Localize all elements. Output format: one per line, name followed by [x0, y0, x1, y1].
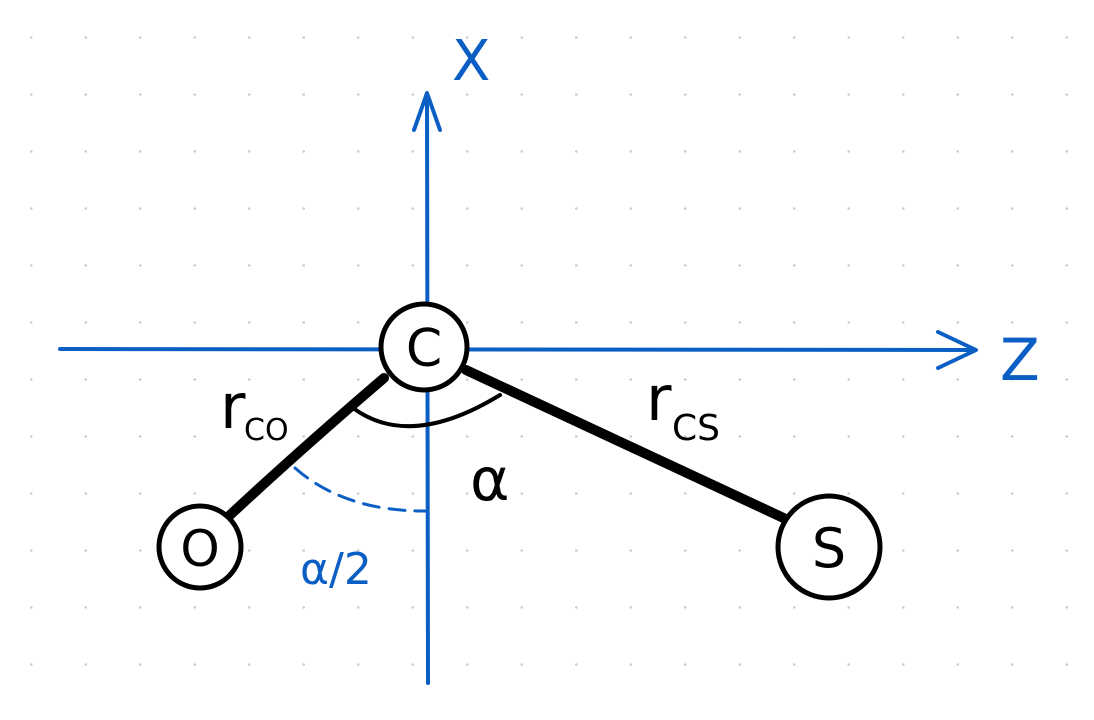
- z-axis-label: Z: [1000, 326, 1040, 394]
- atom-o: O: [156, 503, 244, 591]
- bond-c-o: [224, 373, 389, 521]
- atom-s-label: S: [812, 517, 846, 580]
- atom-o-circle: [156, 503, 244, 591]
- bond-label-rco: r CO: [220, 370, 289, 448]
- angle-half-alpha-label: α/2: [300, 544, 372, 595]
- atom-c: C: [378, 301, 470, 393]
- angle-arcs: [293, 393, 502, 513]
- bond-label-rco-sub: CO: [244, 413, 289, 448]
- angle-alpha-label: α: [470, 445, 510, 515]
- z-axis-arrowhead: [936, 330, 978, 370]
- angle-half-alpha-arc: [293, 466, 430, 513]
- atom-o-label: O: [180, 520, 219, 578]
- atom-s-circle: [775, 493, 883, 601]
- atom-c-circle: [378, 301, 470, 393]
- bond-label-rcs: r CS: [646, 362, 720, 449]
- x-axis-arrowhead: [412, 91, 442, 132]
- angle-alpha-arc: [351, 393, 502, 429]
- atom-c-label: C: [406, 319, 442, 379]
- bond-c-s: [461, 365, 795, 526]
- bonds: [224, 365, 795, 526]
- z-axis-line: [58, 347, 977, 352]
- atom-s: S: [775, 493, 883, 601]
- bond-label-rcs-sub: CS: [672, 408, 720, 449]
- x-axis-label: X: [452, 29, 490, 94]
- bond-label-rcs-main: r: [646, 362, 672, 435]
- bond-label-rco-main: r: [220, 370, 246, 443]
